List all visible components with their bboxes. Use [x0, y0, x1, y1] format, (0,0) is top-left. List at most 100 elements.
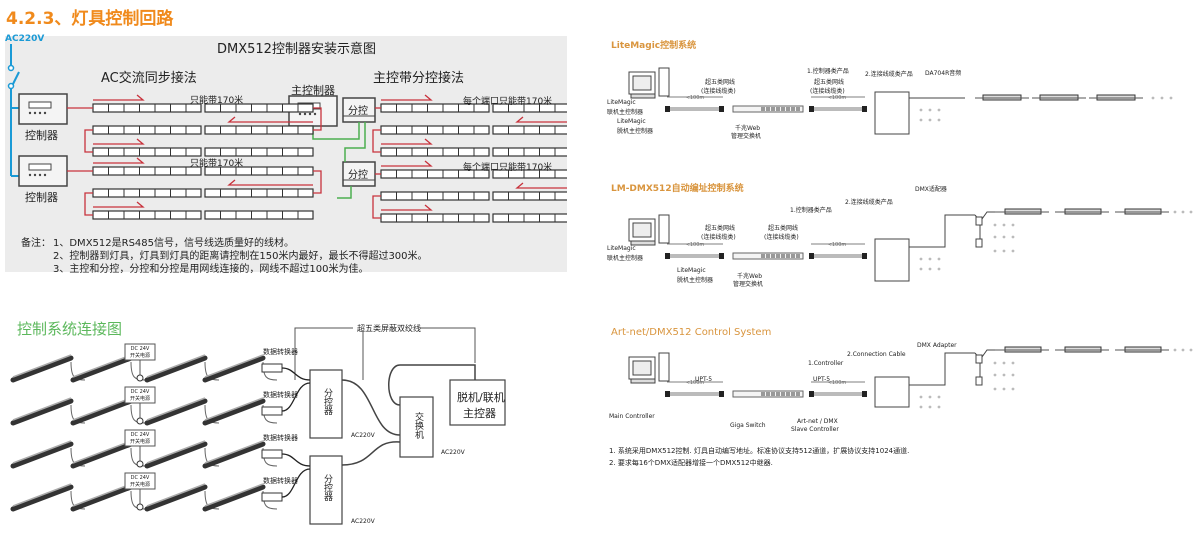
note-2: 2、控制器到灯具，灯具到灯具的距离请控制在150米内最好，最长不得超过300米。	[53, 251, 428, 262]
offline-ctrl-line1: LiteMagic	[617, 118, 646, 125]
continuation-dot	[1002, 223, 1006, 227]
network-cable-2: <100m	[809, 380, 867, 397]
network-cable-1: <100m	[665, 95, 724, 112]
dmx-install-panel: AC220V DMX512控制器安装示意图 AC交流同步接法 主控带分控接法 控…	[5, 34, 567, 275]
controller-box-1	[18, 93, 68, 125]
continuation-dot	[937, 267, 941, 271]
distance-label: <100m	[686, 95, 705, 101]
continuation-dot	[1002, 373, 1006, 377]
continuation-dot	[937, 395, 941, 399]
continuation-dot	[1173, 348, 1177, 352]
connection-title: 控制系统连接图	[17, 320, 123, 338]
notes-prefix: 备注：	[21, 238, 51, 249]
distance-label: <100m	[828, 242, 847, 248]
led-strip-chain	[995, 208, 1169, 215]
controller-box	[874, 376, 910, 408]
network-switch-icon	[732, 390, 804, 398]
ac-label-splitter-1: AC220V	[351, 432, 375, 439]
continuation-dot	[993, 373, 997, 377]
controller-label-2: 控制器	[25, 191, 58, 204]
main-controller-label: Main Controller	[609, 413, 655, 420]
led-strip	[492, 103, 567, 113]
adapter-branch	[981, 349, 995, 358]
product2-label: 2.连接线缆类产品	[865, 71, 913, 78]
controller-label: 1.Controller	[808, 360, 844, 367]
data-converter: 数据转换器	[261, 347, 311, 381]
decoder-label: DA704R音频	[925, 70, 962, 77]
adapter-branch	[981, 211, 995, 220]
light-bar-row: DC 24V开关电源数据转换器	[10, 382, 311, 426]
output-lines	[909, 352, 981, 386]
t-connector-icon	[136, 503, 144, 511]
psu-voltage-label: DC 24V	[131, 432, 150, 438]
connection-diagram: DC 24V开关电源数据转换器DC 24V开关电源数据转换器DC 24V开关电源…	[10, 327, 506, 525]
cable-b-line1: 超五类网线	[768, 225, 799, 232]
adapter-label: DMX适配器	[915, 186, 947, 193]
dmx-adapter-icon	[975, 216, 983, 248]
dmx-adapter-icon	[975, 354, 983, 386]
online-ctrl-line2: 联机主控制器	[607, 255, 644, 262]
continuation-dot	[1002, 235, 1006, 239]
port-limit-label-2: 每个端口只能带170米	[463, 163, 553, 173]
distance-label: <100m	[686, 242, 705, 248]
artnet-panel: Art-net/DMX512 Control System <100m<100m…	[585, 320, 1203, 470]
switch-label: 交换机	[413, 412, 423, 439]
dmx-diagram-title: DMX512控制器安装示意图	[217, 42, 376, 57]
artnet-note-2: 2. 要求每16个DMX适配器增接一个DMX512中继器.	[609, 459, 773, 467]
psu-voltage-label: DC 24V	[131, 389, 150, 395]
data-wire-red	[67, 157, 322, 216]
led-strip	[492, 125, 567, 135]
ac-label-splitter-2: AC220V	[351, 518, 375, 525]
limit-label-2: 只能带170米	[190, 159, 244, 169]
converter-label: 数据转换器	[263, 347, 298, 356]
led-strip	[92, 125, 202, 135]
data-converter: 数据转换器	[261, 433, 311, 467]
continuation-dot	[1169, 96, 1173, 100]
led-strip	[92, 103, 202, 113]
controller-box	[874, 238, 910, 282]
switch-line1: 千兆Web	[737, 273, 763, 280]
controller-label-1: 控制器	[25, 129, 58, 142]
led-strip	[92, 147, 202, 157]
data-wire-red	[372, 160, 567, 219]
continuation-dot	[928, 405, 932, 409]
network-switch-icon	[732, 252, 804, 260]
converter-label: 数据转换器	[263, 390, 298, 399]
continuation-dot	[919, 118, 923, 122]
output-lines	[909, 214, 981, 248]
cable-a-line2: (连接线缆类)	[701, 88, 736, 95]
led-strip-chain	[975, 94, 1143, 101]
distance-label: <100m	[686, 380, 705, 386]
light-bar-row: DC 24V开关电源数据转换器	[10, 468, 311, 512]
sub-controller-box-2	[342, 161, 376, 187]
continuation-dot	[993, 223, 997, 227]
continuation-dot	[1011, 249, 1015, 253]
master-sub-heading: 主控带分控接法	[373, 71, 465, 86]
led-strip	[204, 147, 314, 157]
continuation-dot	[928, 267, 932, 271]
distance-label: <100m	[828, 95, 847, 101]
offline-ctrl-line2: 脱机主控制器	[677, 277, 714, 284]
led-strip	[492, 147, 567, 157]
note-1: 1、DMX512是RS485信号，信号线选质量好的线材。	[53, 238, 295, 249]
continuation-dot	[928, 257, 932, 261]
continuation-dot	[1011, 235, 1015, 239]
cable-a-line1: 超五类网线	[705, 225, 736, 232]
cable-a-line2: (连接线缆类)	[701, 234, 736, 241]
offline-ctrl-line1: LiteMagic	[677, 267, 706, 274]
offline-ctrl-line2: 脱机主控制器	[617, 128, 654, 135]
online-ctrl-line2: 联机主控制器	[607, 109, 644, 116]
cable-type-label: 超五类屏蔽双绞线	[357, 324, 421, 333]
continuation-dot	[1002, 387, 1006, 391]
cable-a-label: UPT-5	[695, 376, 713, 383]
continuation-dot	[993, 387, 997, 391]
artnet-note-1: 1. 系统采用DMX512控制. 灯具自动编写地址。标准协议支持512通道，扩展…	[609, 447, 910, 455]
led-strip	[492, 169, 567, 179]
led-strip	[204, 210, 314, 220]
continuation-dot	[1011, 387, 1015, 391]
continuation-dot	[937, 257, 941, 261]
continuation-dot	[1181, 210, 1185, 214]
